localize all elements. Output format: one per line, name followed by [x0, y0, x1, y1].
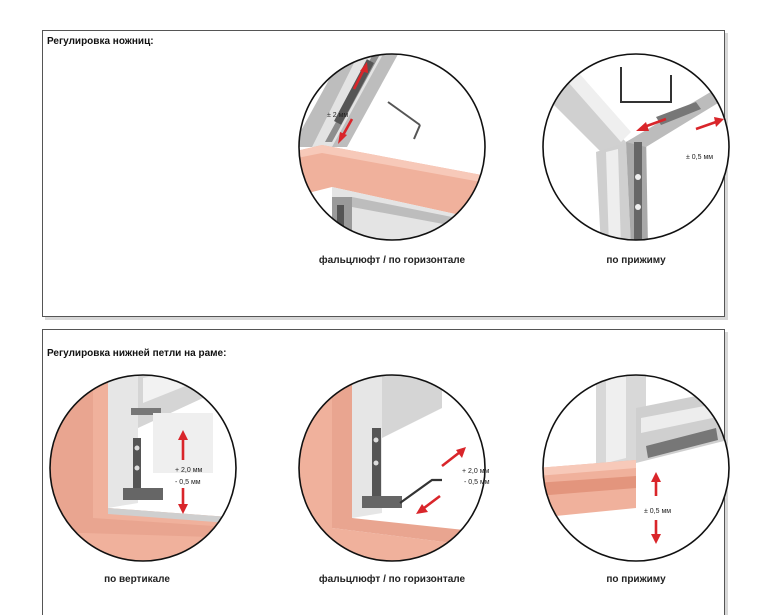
- scissors-adjustment-panel: Регулировка ножниц:: [42, 30, 730, 317]
- hinge-vertical-illustration: + 2,0 мм - 0,5 мм: [43, 368, 243, 568]
- scissors-horizontal-illustration: ± 2 мм: [292, 47, 492, 247]
- section-title: Регулировка ножниц:: [47, 36, 154, 47]
- hinge-clamp-illustration: ± 0,5 мм: [536, 368, 736, 568]
- dimension-label: ± 0,5 мм: [686, 154, 713, 161]
- dimension-label: - 0,5 мм: [464, 479, 490, 486]
- adjust-arrow: [636, 117, 724, 131]
- adjust-arrow: [178, 430, 188, 514]
- dimension-label: ± 0,5 мм: [644, 508, 671, 515]
- dimension-label: + 2,0 мм: [175, 467, 203, 474]
- caption-clamp: по прижиму: [606, 255, 666, 266]
- caption-clamp: по прижиму: [606, 574, 666, 585]
- bottom-hinge-adjustment-panel: Регулировка нижней петли на раме:: [42, 329, 730, 615]
- caption-horizontal: фальцлюфт / по горизонтале: [318, 255, 466, 266]
- adjust-arrow: [651, 472, 661, 544]
- caption-horizontal: фальцлюфт / по горизонтале: [318, 574, 466, 585]
- scissors-clamp-illustration: ± 0,5 мм: [536, 47, 736, 247]
- dimension-label: - 0,5 мм: [175, 479, 201, 486]
- dimension-label: + 2,0 мм: [462, 468, 490, 475]
- adjust-arrow: [338, 62, 368, 144]
- caption-vertical: по вертикале: [104, 574, 170, 585]
- hinge-horizontal-illustration: + 2,0 мм - 0,5 мм: [292, 368, 492, 568]
- dimension-label: ± 2 мм: [327, 112, 348, 119]
- adjust-arrow: [416, 447, 466, 514]
- section-title: Регулировка нижней петли на раме:: [47, 348, 227, 359]
